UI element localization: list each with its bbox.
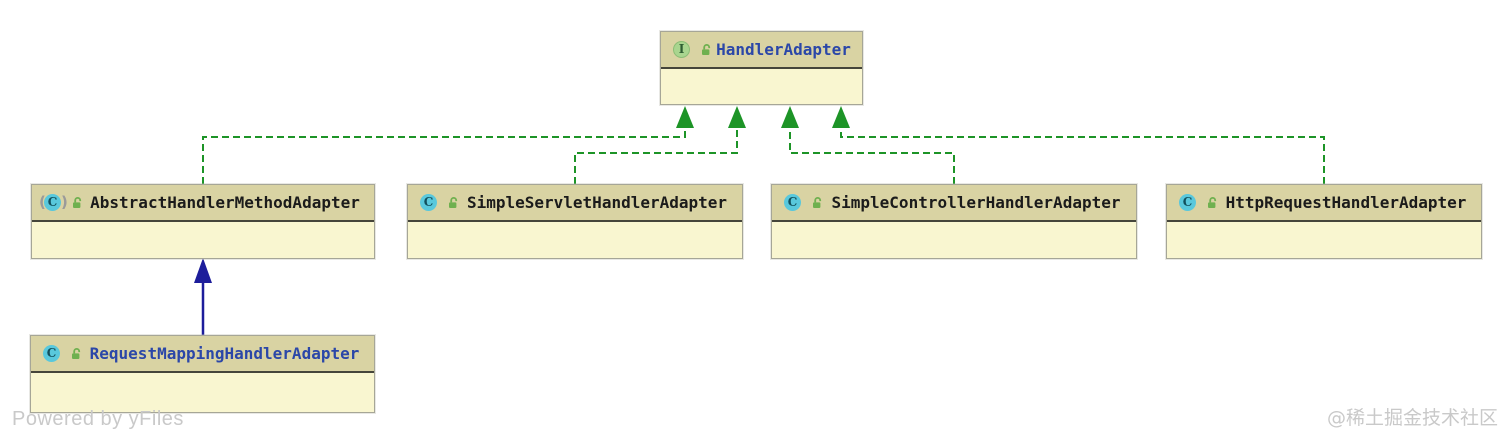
node-label: HandlerAdapter — [716, 40, 851, 59]
node-simple-controller-handler-adapter[interactable]: C SimpleControllerHandlerAdapter — [771, 184, 1137, 259]
class-icon: C — [43, 345, 60, 362]
icon-group: C — [415, 194, 460, 211]
node-header: C SimpleServletHandlerAdapter — [408, 185, 742, 222]
realization-http-request-handler-adapter — [832, 106, 1325, 184]
realization-simple-servlet-handler-adapter — [574, 106, 746, 184]
node-header: I HandlerAdapter — [661, 32, 862, 69]
icon-group: I — [668, 41, 713, 58]
node-body — [31, 373, 374, 412]
open-lock-icon — [71, 196, 84, 210]
abstract-paren-right-icon: ) — [61, 193, 68, 211]
icon-group: ( C ) — [39, 194, 84, 211]
node-header: ( C ) AbstractHandlerMethodAdapter — [32, 185, 374, 222]
node-request-mapping-handler-adapter[interactable]: C RequestMappingHandlerAdapter — [30, 335, 375, 413]
node-simple-servlet-handler-adapter[interactable]: C SimpleServletHandlerAdapter — [407, 184, 743, 259]
node-body — [408, 222, 742, 258]
class-icon: C — [420, 194, 437, 211]
open-lock-icon — [70, 347, 83, 361]
node-http-request-handler-adapter[interactable]: C HttpRequestHandlerAdapter — [1166, 184, 1482, 259]
node-header: C HttpRequestHandlerAdapter — [1167, 185, 1481, 222]
node-abstract-handler-method-adapter[interactable]: ( C ) AbstractHandlerMethodAdapter — [31, 184, 375, 259]
node-body — [661, 69, 862, 104]
realization-abstract-handler-method-adapter — [202, 106, 694, 184]
class-icon: C — [44, 194, 61, 211]
node-body — [772, 222, 1136, 258]
open-lock-icon — [447, 196, 460, 210]
realization-simple-controller-handler-adapter — [781, 106, 955, 184]
node-header: C SimpleControllerHandlerAdapter — [772, 185, 1136, 222]
interface-icon: I — [673, 41, 690, 58]
juejin-watermark: @稀土掘金技术社区 — [1326, 407, 1498, 429]
node-label: SimpleServletHandlerAdapter — [466, 193, 728, 212]
class-icon: C — [1179, 194, 1196, 211]
node-handler-adapter[interactable]: I HandlerAdapter — [660, 31, 863, 105]
node-label: RequestMappingHandlerAdapter — [89, 344, 360, 363]
icon-group: C — [779, 194, 824, 211]
node-label: AbstractHandlerMethodAdapter — [90, 193, 360, 212]
icon-group: C — [38, 345, 83, 362]
yfiles-watermark: Powered by yFiles — [12, 408, 184, 430]
node-header: C RequestMappingHandlerAdapter — [31, 336, 374, 373]
open-lock-icon — [811, 196, 824, 210]
node-body — [1167, 222, 1481, 258]
generalization-request-mapping-handler-adapter — [194, 258, 212, 335]
icon-group: C — [1174, 194, 1219, 211]
open-lock-icon — [700, 43, 713, 57]
class-icon: C — [784, 194, 801, 211]
node-label: HttpRequestHandlerAdapter — [1225, 193, 1467, 212]
abstract-paren-left-icon: ( — [39, 193, 46, 211]
node-body — [32, 222, 374, 258]
node-label: SimpleControllerHandlerAdapter — [831, 193, 1121, 212]
open-lock-icon — [1206, 196, 1219, 210]
